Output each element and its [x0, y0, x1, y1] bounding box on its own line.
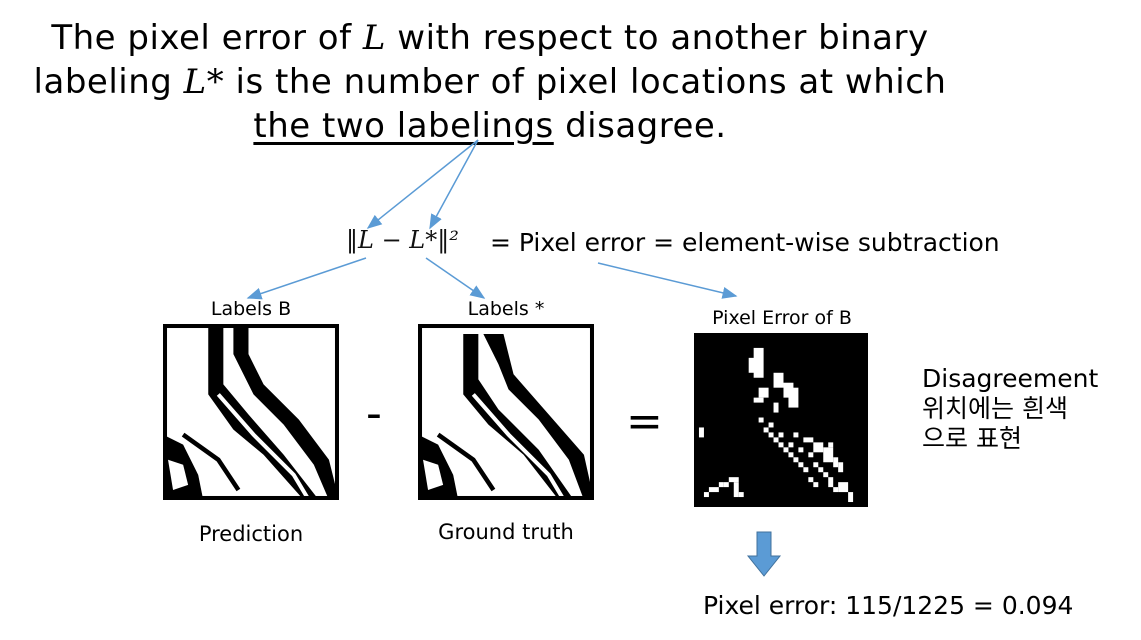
panel-title-error: Pixel Error of B [712, 307, 852, 329]
caption-groundtruth: Ground truth [438, 520, 574, 544]
arrow-to-L [366, 139, 479, 229]
equals-operator: = [626, 396, 663, 447]
disagreement-note: Disagreement 위치에는 흰색 으로 표현 [922, 364, 1099, 453]
title-text: The pixel error of L with respect to ano… [33, 18, 947, 146]
groundtruth-image [418, 324, 594, 500]
down-arrow-icon [746, 531, 782, 577]
pixel-error-image [694, 333, 868, 507]
pixel-error-result: Pixel error: 115/1225 = 0.094 [703, 591, 1074, 620]
formula-description: = Pixel error = element-wise subtraction [490, 228, 1000, 257]
panel-title-prediction: Labels B [210, 298, 292, 320]
underlined-phrase: the two labelings [253, 106, 554, 146]
prediction-image [163, 324, 339, 500]
arrow-to-prediction [246, 257, 367, 300]
arrow-to-error [597, 262, 738, 299]
arrow-to-groundtruth [425, 257, 486, 299]
caption-prediction: Prediction [198, 522, 304, 546]
panel-title-groundtruth: Labels * [467, 298, 545, 320]
norm-formula: ‖L − L*‖² [346, 226, 459, 254]
minus-operator: - [366, 388, 382, 439]
arrow-to-Lstar [429, 139, 479, 230]
